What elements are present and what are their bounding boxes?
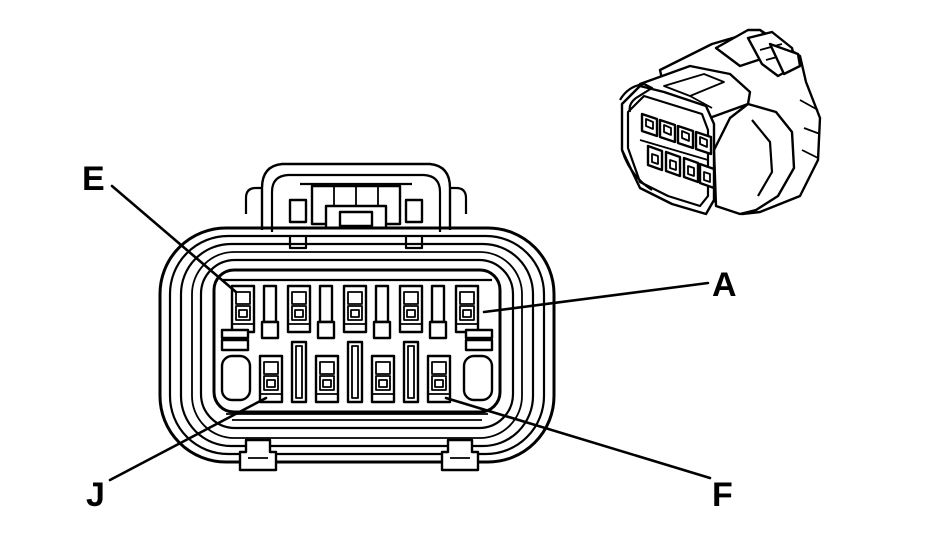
bottom-tabs [238,438,480,472]
cavity-bottom-4 [426,354,452,404]
separator-ribs-top [220,284,494,340]
rib-bottom-2 [346,340,364,404]
rib-top-4 [428,284,448,340]
iso-cavity-top-2 [658,118,677,144]
cavity-top-4 [398,284,424,334]
cavity-row-bottom [258,354,452,404]
connector-isometric-view [619,28,822,216]
pin-labels: E A J F [82,160,737,514]
terminal-face [212,268,502,421]
cavity-top-3 [342,284,368,334]
cavity-bottom-3 [370,354,396,404]
cavity-top-2 [286,284,312,334]
pin-label-j: J [86,476,105,514]
separator-ribs-bottom [290,340,420,404]
cavity-top-1 [230,284,256,334]
iso-cavity-bottom-1 [646,144,664,172]
isometric-cavities [640,112,716,190]
leader-f [444,396,712,480]
connector-face-view [158,162,556,472]
leader-j [108,396,268,482]
connector-shell [158,226,556,464]
rib-top-2 [316,284,336,340]
shelf-right [464,328,494,340]
cavity-bottom-1 [258,354,284,404]
pin-label-e: E [82,160,105,198]
iso-cavity-bottom-2 [664,150,682,178]
cavity-top-5 [454,284,480,334]
cavity-bottom-2 [314,354,340,404]
rib-top-1 [260,284,280,340]
iso-cavity-top-1 [640,112,659,138]
leader-a [482,281,710,314]
iso-cavity-top-4 [694,130,713,156]
leader-lines [108,184,712,482]
iso-cavity-bottom-3 [682,156,700,184]
leader-e [110,184,238,294]
rib-bottom-1 [290,340,308,404]
pin-label-f: F [712,476,733,514]
rib-top-3 [372,284,392,340]
rib-bottom-3 [402,340,420,404]
shelf-left [220,328,250,340]
cavity-row-top [230,284,480,334]
pin-label-a: A [712,266,737,304]
iso-cavity-top-3 [676,124,695,150]
iso-cavity-bottom-4 [698,162,716,190]
